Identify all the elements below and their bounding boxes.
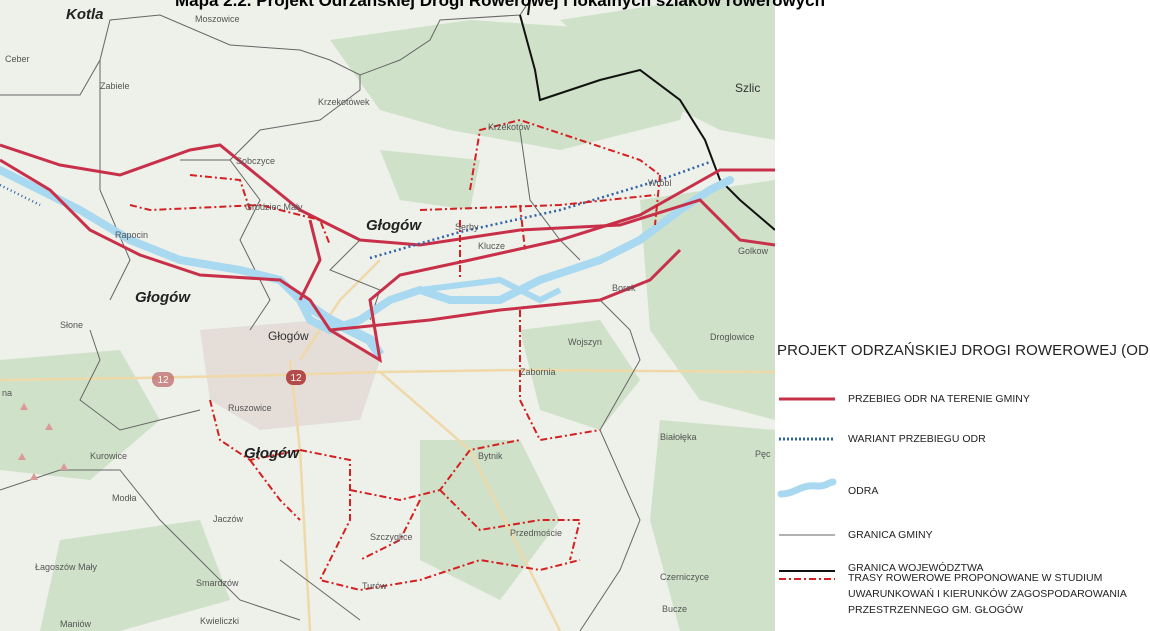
svg-text:Moszowice: Moszowice (195, 14, 240, 24)
svg-text:Szczyglice: Szczyglice (370, 532, 413, 542)
svg-text:Maniów: Maniów (60, 619, 92, 629)
svg-text:Ceber: Ceber (5, 54, 30, 64)
svg-text:Sobczyce: Sobczyce (236, 156, 275, 166)
svg-text:Turów: Turów (362, 581, 387, 591)
odr-route-line-icon (779, 397, 835, 401)
svg-text:Słone: Słone (60, 320, 83, 330)
svg-text:Ruszowice: Ruszowice (228, 403, 272, 413)
svg-text:Przedmoście: Przedmoście (510, 528, 562, 538)
place-label-glogow-north: Głogów (366, 217, 422, 234)
legend-item-proposed-routes-line2: UWARUNKOWAŃ I KIERUNKÓW ZAGOSPODAROWANIA (848, 588, 1127, 600)
map-canvas: 12 12 (0, 0, 775, 631)
triangle-markers (18, 403, 68, 480)
place-label-glogow-west: Głogów (135, 289, 191, 306)
legend-item-odr-variant: WARIANT PRZEBIEGU ODR (848, 433, 986, 445)
svg-text:Pęc: Pęc (755, 449, 771, 459)
svg-text:Modła: Modła (112, 493, 137, 503)
legend-item-odr-route: PRZEBIEG ODR NA TERENIE GMINY (848, 393, 1030, 405)
svg-text:Jaczów: Jaczów (213, 514, 244, 524)
legend: PROJEKT ODRZAŃSKIEJ DROGI ROWEROWEJ (ODR… (777, 340, 1150, 631)
proposed-route-line-icon (779, 578, 835, 580)
legend-item-river: ODRA (848, 485, 879, 497)
map[interactable]: 12 12 (0, 0, 775, 631)
svg-text:Łagoszów Mały: Łagoszów Mały (35, 562, 98, 572)
odr-variant-line-icon (779, 437, 835, 441)
province-border-line-icon (779, 570, 835, 572)
legend-item-proposed-routes: TRASY ROWEROWE PROPONOWANE W STUDIUM (848, 572, 1103, 584)
svg-text:Czerniczyce: Czerniczyce (660, 572, 709, 582)
svg-text:Klucze: Klucze (478, 241, 505, 251)
place-label-glogow-city: Głogów (268, 329, 309, 343)
legend-title: PROJEKT ODRZAŃSKIEJ DROGI ROWEROWEJ (ODR… (777, 342, 1150, 359)
svg-text:Grodziec Mały: Grodziec Mały (245, 202, 303, 212)
page-title: Mapa 2.2. Projekt Odrzańskiej Drogi Rowe… (175, 0, 825, 10)
svg-text:Smardzów: Smardzów (196, 578, 239, 588)
commune-borders (0, 0, 641, 631)
road-badge-1: 12 (286, 370, 306, 385)
river-swatch-icon (777, 478, 837, 498)
road-badge-2: 12 (152, 372, 174, 387)
svg-text:na: na (2, 388, 12, 398)
forest-areas (0, 0, 775, 631)
svg-text:Zabornia: Zabornia (520, 367, 556, 377)
svg-text:Krzekotówek: Krzekotówek (318, 97, 370, 107)
svg-text:Borek: Borek (612, 283, 636, 293)
legend-item-province-border: GRANICA WOJEWÓDZTWA (848, 562, 984, 574)
svg-text:Kurowice: Kurowice (90, 451, 127, 461)
odr-variant (0, 160, 711, 260)
commune-border-line-icon (779, 534, 835, 536)
odra-river (0, 166, 734, 335)
svg-text:Zabiele: Zabiele (100, 81, 130, 91)
svg-text:Krzekotów: Krzekotów (488, 122, 531, 132)
province-border (519, 14, 775, 231)
svg-text:Droglowice: Droglowice (710, 332, 755, 342)
place-label-kotla: Kotla (66, 6, 104, 23)
svg-text:Białołęka: Białołęka (660, 432, 697, 442)
legend-item-proposed-routes-line3: PRZESTRZENNEGO GM. GŁOGÓW (848, 604, 1024, 616)
svg-text:Bucze: Bucze (662, 604, 687, 614)
roads (0, 259, 775, 631)
place-label-glogow-south: Głogów (244, 445, 300, 462)
svg-text:Kwieliczki: Kwieliczki (200, 616, 239, 626)
odr-route (0, 143, 775, 363)
svg-text:12: 12 (157, 375, 169, 386)
svg-text:Rapocin: Rapocin (115, 230, 148, 240)
place-labels: Kotla Głogów Głogów Głogów Szlic Głogów … (2, 6, 771, 629)
svg-text:Wojszyn: Wojszyn (568, 337, 602, 347)
place-label-szlic: Szlic (735, 81, 760, 95)
svg-text:Serby: Serby (455, 222, 479, 232)
proposed-routes (129, 118, 661, 592)
legend-item-commune-border: GRANICA GMINY (848, 529, 933, 541)
svg-text:Wróbl: Wróbl (648, 178, 671, 188)
svg-text:Bytnik: Bytnik (478, 451, 503, 461)
svg-text:12: 12 (290, 373, 302, 384)
svg-text:Golkow: Golkow (738, 246, 769, 256)
